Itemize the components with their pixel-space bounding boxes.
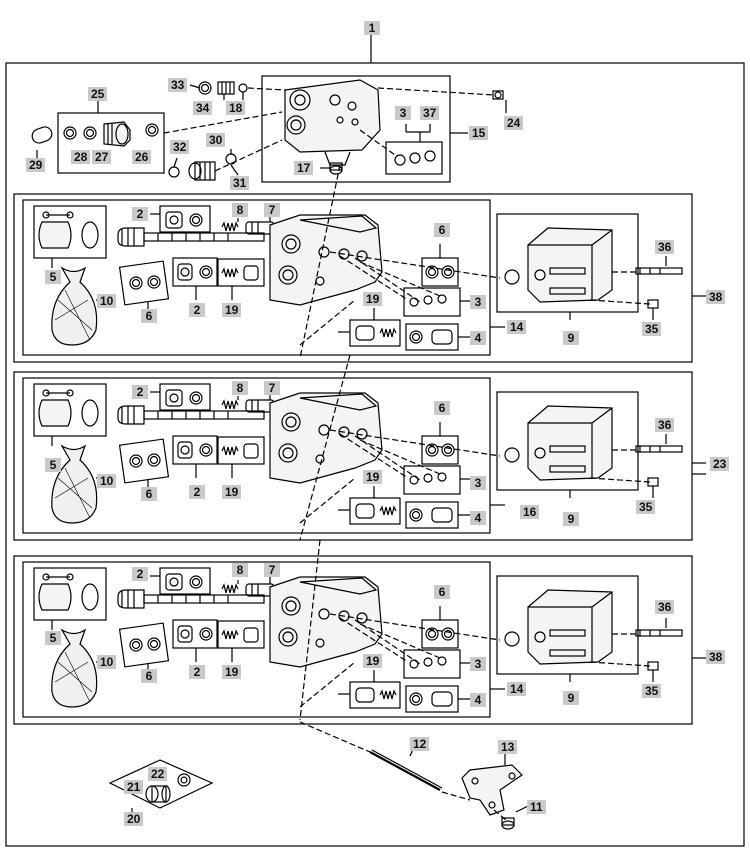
cap-26 [103,121,131,147]
label-30: 30 [206,133,226,147]
label-10: 10 [97,294,117,308]
label-37: 37 [420,106,440,120]
outer-frame [5,62,745,847]
label-11: 11 [527,800,546,814]
label-13: 13 [498,740,518,754]
inlet-body [284,79,381,166]
bracket-13 [461,764,523,816]
label-19: 19 [363,292,383,306]
label-8-s3: 8 [232,563,248,577]
label-29: 29 [26,158,46,172]
label-4: 4 [470,331,486,345]
label-2-s3: 2 [132,567,148,581]
label-32: 32 [170,140,190,154]
label-10-s2: 10 [97,474,117,488]
label-4-s3: 4 [470,693,486,707]
label-25: 25 [88,87,108,101]
label-7: 7 [264,203,280,217]
label-1: 1 [364,21,380,35]
label-3-s3: 3 [470,657,486,671]
label-35-s2: 35 [636,500,656,514]
label-36-s3: 36 [655,600,675,614]
label-19b-s2: 19 [222,485,242,499]
label-9-s2: 9 [563,512,579,526]
label-27: 27 [92,150,112,164]
label-2: 2 [132,207,148,221]
label-7-s3: 7 [264,563,280,577]
label-26: 26 [132,150,152,164]
label-28: 28 [71,150,91,164]
label-8-s2: 8 [232,381,248,395]
label-18: 18 [226,101,246,115]
label-2b-s2: 2 [189,485,205,499]
label-10-s3: 10 [97,655,117,669]
label-38: 38 [706,290,726,304]
label-22: 22 [148,767,168,781]
plug-24 [492,90,504,100]
label-35: 35 [642,322,662,336]
label-6: 6 [434,223,450,237]
label-9: 9 [563,331,579,345]
fitting-21 [145,785,171,803]
fitting-34 [217,81,235,95]
label-17: 17 [294,161,314,175]
label-3: 3 [470,295,486,309]
label-19-s3: 19 [363,654,383,668]
label-6b-s3: 6 [141,669,157,683]
box-25 [57,112,165,174]
label-19-s2: 19 [363,470,383,484]
wire-29 [31,126,53,144]
label-6b-s2: 6 [141,487,157,501]
label-36: 36 [655,240,675,254]
box-15 [261,75,451,183]
label-4-s2: 4 [470,511,486,525]
valve-section-14-top [13,193,706,363]
label-31: 31 [230,176,250,190]
label-14-s3: 14 [507,682,527,696]
label-34: 34 [193,101,213,115]
label-14: 14 [507,320,527,334]
label-24: 24 [504,116,524,130]
label-6-s3: 6 [434,585,450,599]
label-5-s2: 5 [45,458,61,472]
label-3-s2: 3 [470,476,486,490]
label-6b: 6 [141,309,157,323]
box-3-37 [385,141,443,175]
label-15: 15 [469,126,489,140]
label-21: 21 [124,780,144,794]
label-8: 8 [232,203,248,217]
label-16: 16 [520,505,540,519]
label-6-s2: 6 [434,401,450,415]
kit-20 [108,759,214,809]
label-2-s2: 2 [132,385,148,399]
label-3-top: 3 [395,106,411,120]
fitting-31 [188,161,216,181]
label-33: 33 [168,78,188,92]
label-5-s3: 5 [45,631,61,645]
label-7-s2: 7 [264,381,280,395]
label-20: 20 [124,812,144,826]
label-35-s3: 35 [642,684,662,698]
plug-17 [329,162,343,175]
label-5: 5 [45,270,61,284]
label-12: 12 [410,737,430,751]
label-36-s2: 36 [655,418,675,432]
label-19b: 19 [222,303,242,317]
label-2b-s3: 2 [189,665,205,679]
label-2b: 2 [189,303,205,317]
label-9-s3: 9 [563,691,579,705]
label-38-s3: 38 [706,650,726,664]
label-19b-s3: 19 [222,665,242,679]
label-23: 23 [710,457,730,471]
